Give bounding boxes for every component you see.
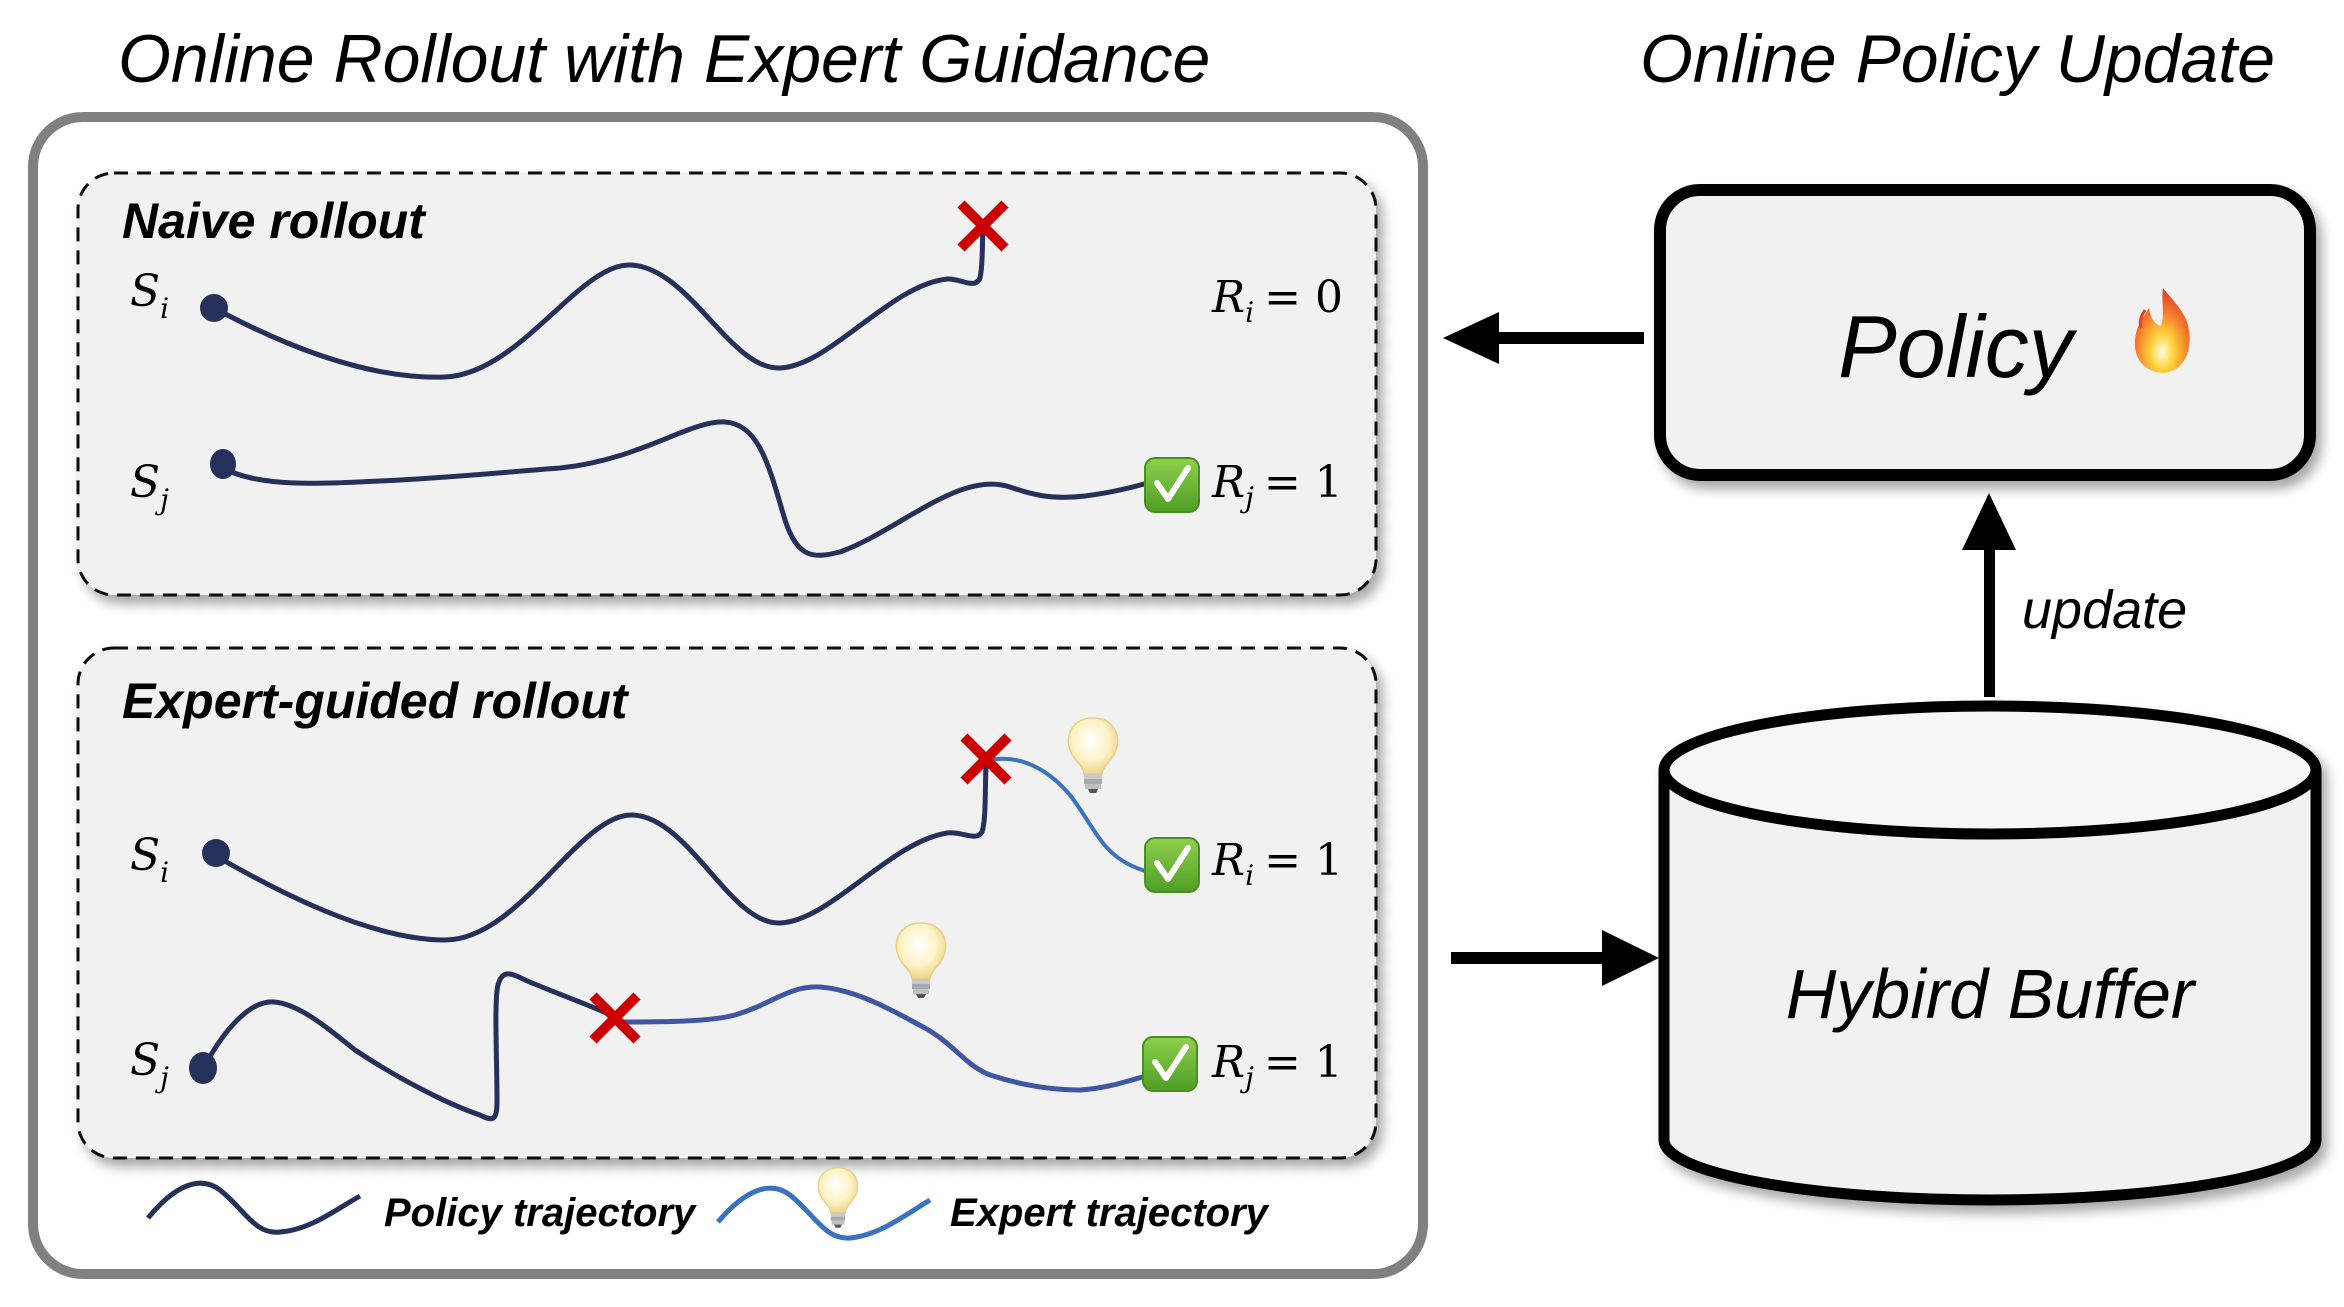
update-arrow: update xyxy=(1962,493,2187,697)
rollout-to-buffer-arrow xyxy=(1451,930,1659,986)
policy-trajectory-naive-i xyxy=(212,227,986,380)
policy-trajectory-expert-i xyxy=(214,761,989,943)
left-section-title: Online Rollout with Expert Guidance xyxy=(118,21,1210,97)
right-section-title: Online Policy Update xyxy=(1640,21,2275,97)
check-mark-icon xyxy=(1143,1037,1197,1091)
naive-rollout-panel: Naive rollout Si Ri= 0 Sj Rj= 1 xyxy=(76,171,1378,597)
policy-trajectory-naive-j xyxy=(221,419,1149,558)
policy-to-rollout-arrow xyxy=(1443,312,1644,364)
update-label: update xyxy=(2022,580,2187,640)
policy-box: Policy xyxy=(1654,184,2316,481)
start-state-dot xyxy=(210,449,236,479)
naive-rollout-title: Naive rollout xyxy=(122,193,427,249)
legend-expert-label: Expert trajectory xyxy=(950,1191,1270,1235)
expert-trajectory-j xyxy=(617,984,1151,1093)
buffer-label: Hybird Buffer xyxy=(1786,955,2197,1033)
reward-rj-naive: Rj= 1 xyxy=(1211,457,1343,514)
state-sj-label: Sj xyxy=(130,457,169,516)
policy-trajectory-expert-j xyxy=(205,971,615,1122)
fire-icon xyxy=(2134,288,2190,373)
reward-rj-expert: Rj= 1 xyxy=(1211,1037,1343,1094)
start-state-dot xyxy=(189,1052,217,1084)
hybrid-buffer-cylinder: Hybird Buffer xyxy=(1658,700,2322,1206)
policy-label: Policy xyxy=(1838,297,2078,396)
expert-guided-rollout-title: Expert-guided rollout xyxy=(122,673,630,729)
legend: Policy trajectory Expert trajectory xyxy=(146,1167,1270,1241)
policy-trajectory-legend-line xyxy=(146,1180,362,1235)
start-state-dot xyxy=(202,839,230,867)
reward-ri-naive: Ri= 0 xyxy=(1211,272,1343,329)
expert-guided-rollout-panel: Expert-guided rollout Si Ri= 1 Sj Rj= 1 xyxy=(76,646,1378,1160)
expert-trajectory-legend-line xyxy=(716,1185,932,1241)
state-sj-label: Sj xyxy=(130,1035,169,1094)
reward-ri-expert: Ri= 1 xyxy=(1211,835,1343,892)
check-mark-icon xyxy=(1145,838,1199,892)
start-state-dot xyxy=(200,294,228,322)
state-si-label: Si xyxy=(130,830,169,889)
check-mark-icon xyxy=(1145,458,1199,512)
legend-policy-label: Policy trajectory xyxy=(384,1191,697,1235)
state-si-label: Si xyxy=(130,266,169,325)
